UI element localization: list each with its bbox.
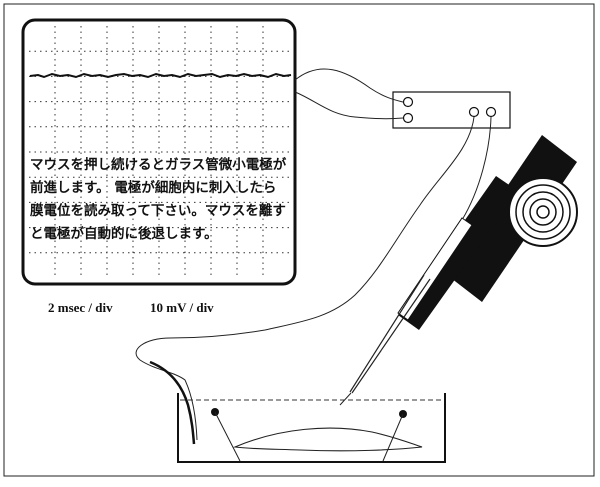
manipulator-arm [398, 176, 518, 330]
input-jack-2 [402, 112, 414, 124]
scope-cable-upper [294, 68, 404, 103]
output-jack-1 [468, 106, 480, 118]
scope-cable-lower [294, 91, 404, 120]
micromanipulator [397, 135, 578, 330]
input-jack-1 [402, 96, 414, 108]
muscle-fiber-specimen [232, 427, 423, 452]
amplifier-box [392, 91, 511, 129]
pin-left-thread [214, 411, 241, 462]
pin-right-thread [382, 413, 404, 462]
oscilloscope-screen [21, 18, 297, 286]
recording-chamber [177, 393, 446, 463]
drive-knob [508, 177, 578, 247]
glass-microelectrode [339, 274, 431, 406]
voltage-scale-label: 10 mV / div [150, 300, 214, 315]
instruction-line-1: マウスを押し続けるとガラス管微小電極が [30, 156, 287, 173]
instruction-line-2: 前進します。 電極が細胞内に刺入したら [30, 179, 276, 196]
electrode-cable [135, 116, 475, 441]
oscilloscope-grid [29, 26, 289, 278]
instruction-line-3: 膜電位を読み取って下さい。マウスを離す [30, 202, 286, 219]
bath-electrode-lead [149, 360, 196, 445]
chamber-walls [177, 393, 446, 463]
time-scale-label: 2 msec / div [48, 300, 113, 315]
instruction-line-4: と電極が自動的に後退します。 [30, 225, 218, 242]
oscilloscope: マウスを押し続けるとガラス管微小電極が 前進します。 電極が細胞内に刺入したら … [21, 18, 297, 286]
output-jack-2 [485, 106, 497, 118]
membrane-potential-trace [29, 72, 292, 79]
